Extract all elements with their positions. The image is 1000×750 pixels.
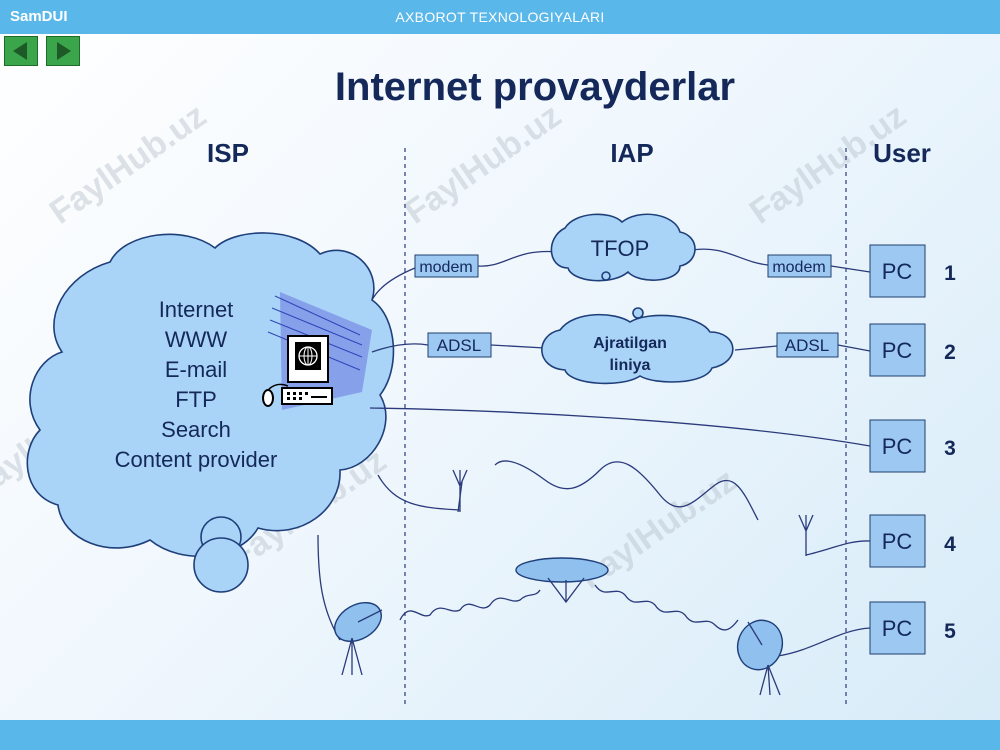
column-header-iap: IAP	[610, 138, 653, 168]
pc-label: PC	[882, 529, 913, 554]
satellite-icon	[515, 557, 609, 604]
modem-label: modem	[772, 259, 825, 276]
antenna-icon	[798, 514, 814, 556]
column-header-isp: ISP	[207, 138, 249, 168]
user-pc-2: PC 2	[869, 323, 956, 377]
tfop-network-cloud: TFOP	[550, 213, 696, 282]
satellite-dish-icon	[736, 619, 784, 696]
adsl-label: ADSL	[785, 336, 829, 355]
user-pc-1: PC 1	[869, 244, 956, 298]
user-number: 1	[944, 262, 956, 285]
bottom-bar	[0, 720, 1000, 750]
user-number: 2	[944, 341, 956, 364]
adsl-box: ADSL	[776, 332, 839, 358]
wireless-waves	[399, 460, 759, 631]
pc-label: PC	[882, 259, 913, 284]
service-item: E-mail	[165, 357, 227, 382]
previous-slide-button[interactable]	[4, 36, 38, 66]
modem-box: modem	[767, 254, 832, 278]
isp-services-list: Internet WWW E-mail FTP Search Content p…	[115, 297, 278, 472]
pc-label: PC	[882, 616, 913, 641]
adsl-box: ADSL	[427, 332, 492, 358]
adsl-label: ADSL	[437, 336, 481, 355]
watermark-text: FaylHub.uz	[398, 96, 568, 231]
arrow-left-icon	[13, 42, 27, 60]
pc-label: PC	[882, 434, 913, 459]
header-title: AXBOROT TEXNOLOGIYALARI	[395, 9, 605, 25]
brand-label: SamDUI	[10, 8, 68, 25]
isp-cloud	[26, 232, 395, 593]
modem-label: modem	[419, 259, 472, 276]
modem-box: modem	[414, 254, 479, 278]
connection-wires	[317, 248, 871, 657]
server-computer-icon	[262, 292, 372, 410]
service-item: WWW	[165, 327, 228, 352]
page-title: Internet provayderlar	[335, 65, 735, 109]
service-item: Content provider	[115, 447, 278, 472]
service-item: FTP	[175, 387, 217, 412]
tfop-label: TFOP	[591, 236, 650, 261]
user-pc-5: PC 5	[869, 601, 956, 655]
user-number: 5	[944, 620, 956, 643]
user-number: 3	[944, 437, 956, 460]
antenna-icon	[452, 469, 468, 512]
column-header-user: User	[873, 138, 931, 168]
user-pc-3: PC 3	[869, 419, 956, 473]
arrow-right-icon	[57, 42, 71, 60]
satellite-dish-icon	[334, 601, 383, 676]
service-item: Search	[161, 417, 231, 442]
watermark-text: FaylHub.uz	[43, 96, 213, 231]
top-bar: SamDUI AXBOROT TEXNOLOGIYALARI	[0, 0, 1000, 34]
service-item: Internet	[159, 297, 234, 322]
pc-label: PC	[882, 338, 913, 363]
next-slide-button[interactable]	[46, 36, 80, 66]
user-number: 4	[944, 533, 956, 556]
user-pc-4: PC 4	[869, 514, 956, 568]
